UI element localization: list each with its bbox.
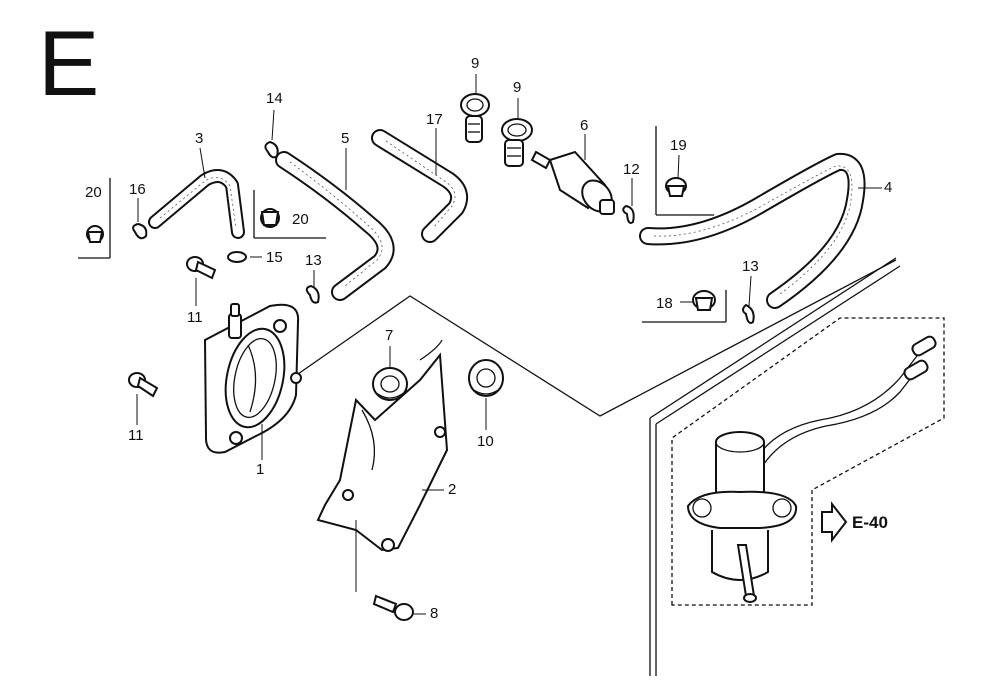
callout-6: 6 bbox=[580, 117, 589, 134]
wiring-harness bbox=[751, 335, 937, 471]
callout-7: 7 bbox=[385, 327, 394, 344]
clip-13-a bbox=[305, 284, 320, 304]
clip-14 bbox=[264, 140, 279, 159]
callout-2: 2 bbox=[448, 481, 457, 498]
clip-13-b bbox=[742, 303, 755, 324]
callout-18: 18 bbox=[656, 295, 673, 312]
callout-1: 1 bbox=[256, 461, 265, 478]
callout-11-b: 11 bbox=[128, 427, 144, 444]
reference-arrow bbox=[821, 501, 848, 543]
leader-lines bbox=[136, 74, 882, 615]
clip-12 bbox=[622, 204, 635, 224]
section-letter: E bbox=[38, 13, 100, 115]
electric-fuel-pump bbox=[686, 431, 798, 603]
bolt-8 bbox=[372, 594, 414, 621]
callout-3: 3 bbox=[195, 130, 204, 147]
callout-5: 5 bbox=[341, 130, 350, 147]
callout-9-a: 9 bbox=[471, 55, 480, 72]
grommet-10 bbox=[468, 359, 504, 397]
reference-e40-link[interactable]: E-40 bbox=[852, 513, 888, 532]
callout-17: 17 bbox=[426, 111, 443, 128]
bracket-2 bbox=[316, 339, 449, 552]
inset-dashed-boundary bbox=[671, 317, 945, 606]
callout-20-a: 20 bbox=[85, 184, 102, 201]
clip-15 bbox=[227, 251, 247, 263]
clamp-9-b bbox=[501, 118, 533, 167]
hose-17 bbox=[371, 129, 469, 243]
hose-5 bbox=[275, 151, 395, 301]
clamp-19 bbox=[655, 126, 714, 216]
assembly-boundary-line bbox=[297, 259, 897, 417]
inset-frame bbox=[649, 257, 901, 676]
hose-3 bbox=[148, 169, 245, 239]
callout-10: 10 bbox=[477, 433, 494, 450]
fuel-pump-1 bbox=[203, 303, 302, 454]
callout-11-a: 11 bbox=[187, 309, 203, 326]
clamp-9-a bbox=[460, 93, 490, 143]
fuel-filter-6 bbox=[530, 150, 615, 215]
hose-4 bbox=[639, 152, 866, 309]
clip-16 bbox=[132, 222, 148, 240]
callout-20-b: 20 bbox=[292, 211, 309, 228]
callout-16: 16 bbox=[129, 181, 146, 198]
callout-13-a: 13 bbox=[305, 252, 322, 269]
callout-12: 12 bbox=[623, 161, 640, 178]
clamp-20-left bbox=[78, 178, 111, 259]
callout-14: 14 bbox=[266, 90, 283, 107]
callout-8: 8 bbox=[430, 605, 439, 622]
callout-15: 15 bbox=[266, 249, 283, 266]
callout-4: 4 bbox=[884, 179, 893, 196]
callout-19: 19 bbox=[670, 137, 687, 154]
callout-13-b: 13 bbox=[742, 258, 759, 275]
grommet-7 bbox=[372, 367, 408, 401]
bolt-11-upper bbox=[186, 256, 217, 280]
callout-9-b: 9 bbox=[513, 79, 522, 96]
clamp-18 bbox=[642, 290, 727, 323]
clamp-20-middle bbox=[253, 190, 326, 239]
bolt-11-lower bbox=[128, 372, 159, 398]
